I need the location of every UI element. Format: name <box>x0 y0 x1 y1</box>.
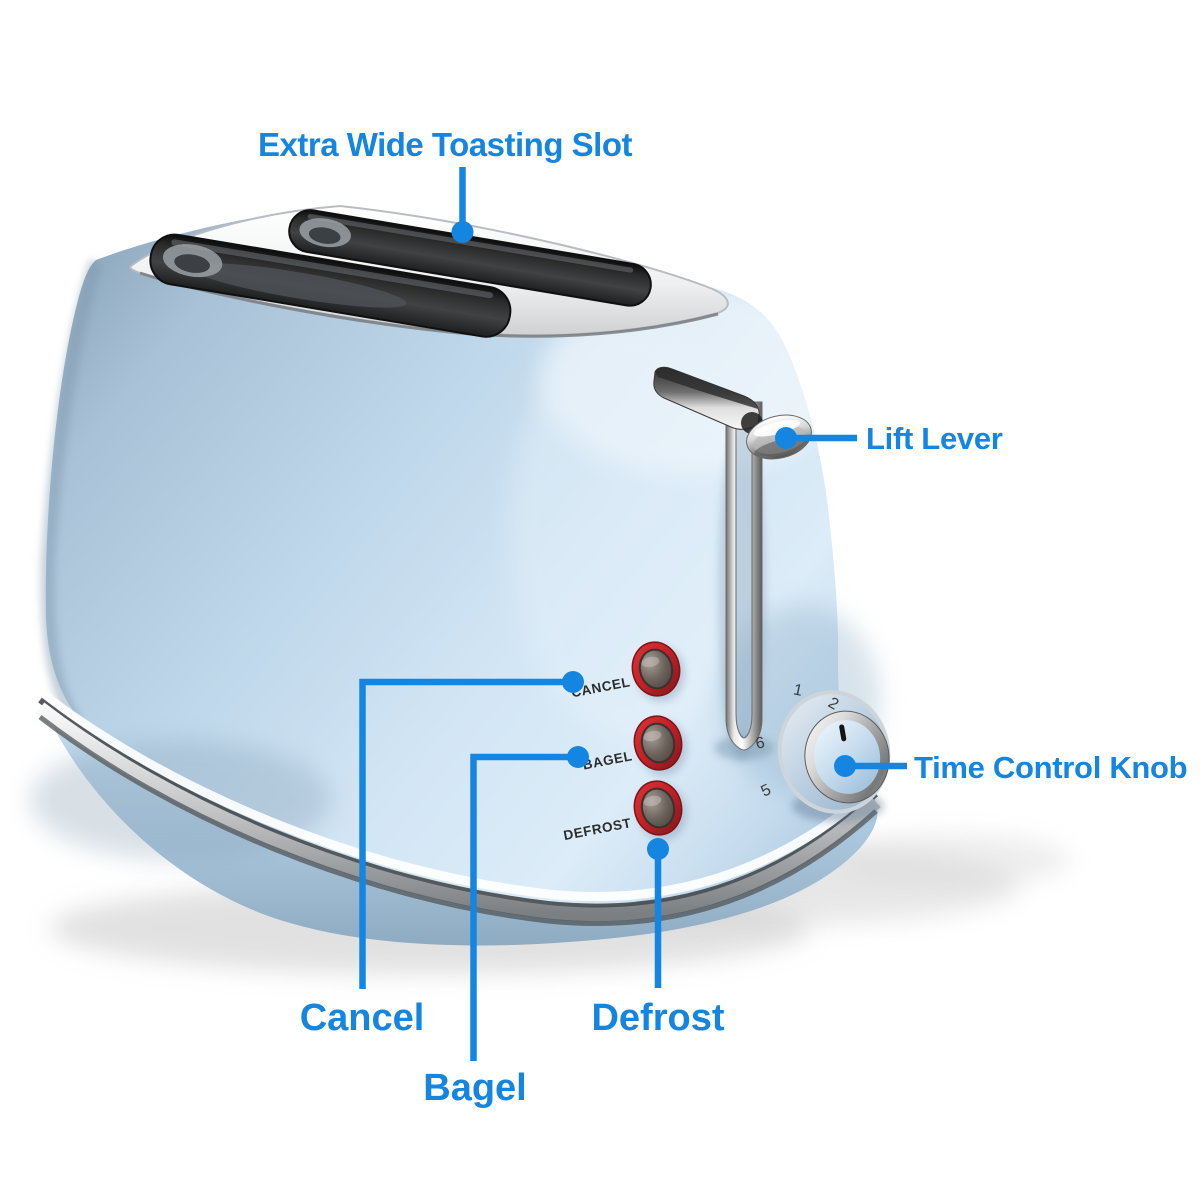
top-plate <box>129 204 729 338</box>
callout-dot <box>834 755 856 777</box>
lift-lever <box>653 366 812 760</box>
callout-lift-lever <box>775 427 857 449</box>
bagel-button: BAGEL <box>581 715 687 776</box>
callout-dot <box>562 671 584 693</box>
knob-indicator-mark <box>839 724 847 742</box>
callout-toasting-slot <box>451 167 474 243</box>
time-control-knob: 1 2 6 5 <box>754 681 891 822</box>
callout-defrost <box>647 838 669 988</box>
callout-cancel <box>359 671 584 989</box>
callout-dot <box>567 746 589 768</box>
callout-time-control-knob <box>834 755 907 777</box>
function-buttons: CANCEL BAGEL DEFROST <box>562 641 687 843</box>
dial-number-6: 6 <box>754 734 766 752</box>
lever-rail-loop <box>725 401 763 751</box>
callout-labels: Extra Wide Toasting Slot Lift Lever Time… <box>258 126 1188 1109</box>
dial-number-1: 1 <box>792 681 804 699</box>
callout-lines <box>359 167 907 1061</box>
defrost-button: DEFROST <box>562 780 687 843</box>
callout-bagel <box>470 746 589 1061</box>
chrome-base-band <box>35 688 881 927</box>
label-lift-lever: Lift Lever <box>866 421 1003 456</box>
callout-dot <box>451 221 474 243</box>
callout-dot <box>647 838 669 860</box>
toasting-slot-near <box>149 233 512 338</box>
label-defrost: Defrost <box>591 997 724 1039</box>
callout-dot <box>775 427 797 449</box>
toasting-slot-far <box>288 209 652 307</box>
label-bagel: Bagel <box>423 1067 526 1109</box>
label-cancel: Cancel <box>300 997 425 1039</box>
label-toasting-slot: Extra Wide Toasting Slot <box>258 126 632 163</box>
label-time-control-knob: Time Control Knob <box>914 750 1187 785</box>
toaster-base <box>46 700 878 946</box>
